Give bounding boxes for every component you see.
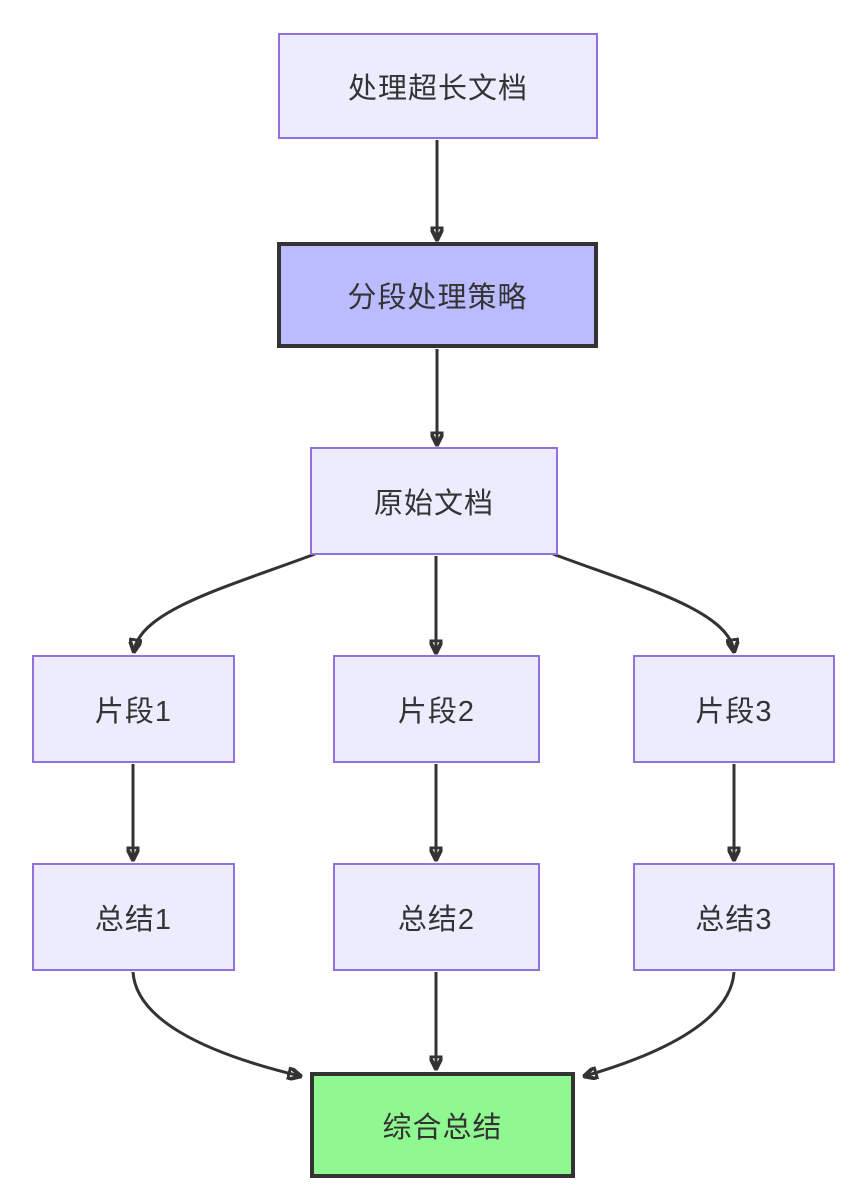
node-fragment-1: 片段1	[32, 655, 235, 763]
node-label: 片段2	[397, 696, 476, 728]
node-combined-summary: 综合总结	[310, 1072, 575, 1178]
edge-c-d	[134, 552, 316, 651]
node-summary-2: 总结2	[333, 863, 540, 971]
node-label: 原始文档	[373, 488, 494, 520]
edge-g-j	[131, 971, 300, 1076]
node-label: 总结2	[397, 904, 476, 936]
node-label: 总结3	[695, 904, 773, 936]
node-label: 处理超长文档	[347, 73, 528, 105]
node-fragment-3: 片段3	[633, 655, 835, 763]
node-summary-1: 总结1	[32, 863, 235, 971]
node-original-document: 原始文档	[310, 447, 558, 555]
node-label: 片段3	[695, 696, 773, 728]
node-handle-long-document: 处理超长文档	[278, 33, 598, 139]
node-label: 分段处理策略	[347, 282, 528, 314]
node-label: 片段1	[94, 696, 173, 728]
edge-i-j	[585, 971, 736, 1076]
node-fragment-2: 片段2	[333, 655, 540, 763]
node-label: 总结1	[94, 904, 173, 936]
node-label: 综合总结	[382, 1112, 503, 1144]
node-summary-3: 总结3	[633, 863, 835, 971]
edge-c-f	[552, 552, 734, 651]
node-segmented-strategy: 分段处理策略	[277, 242, 598, 348]
